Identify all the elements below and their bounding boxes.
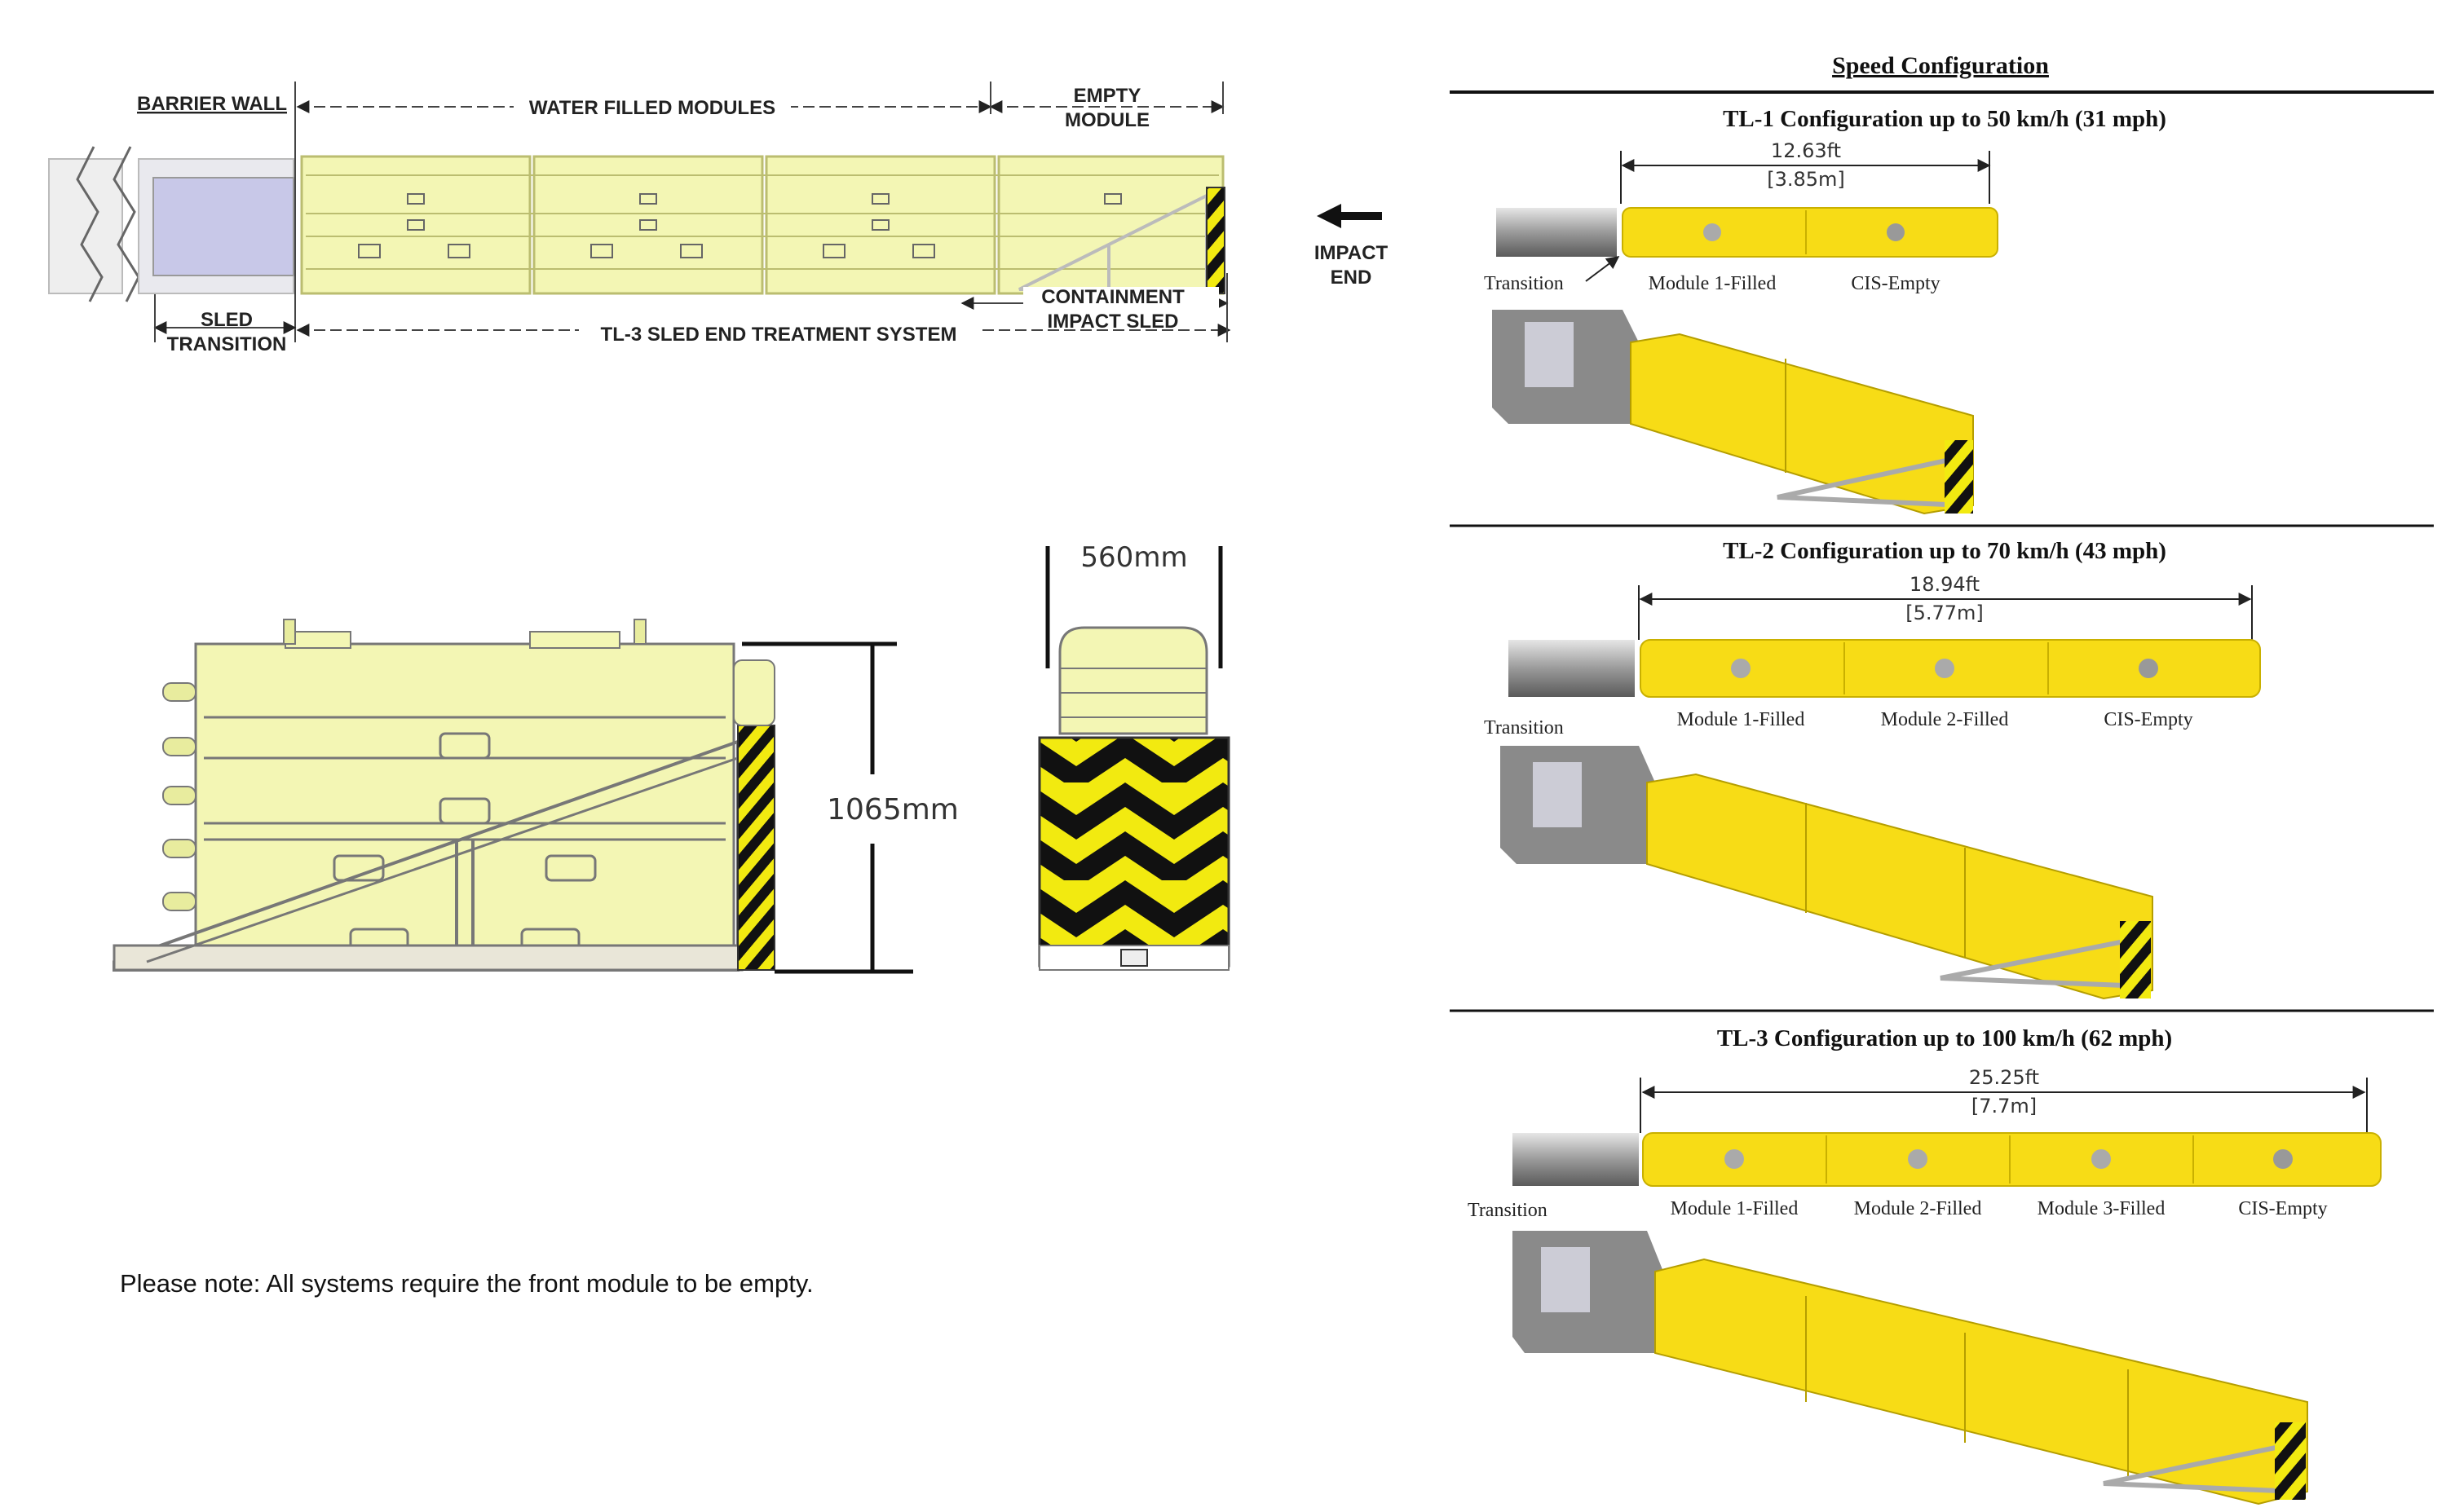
tl2-length-m: [5.77m] <box>1905 602 1984 624</box>
tl1-config: TL-1 Configuration up to 50 km/h (31 mph… <box>1484 106 2166 515</box>
empty-module-label-line2: MODULE <box>1065 109 1150 131</box>
tl1-length-m: [3.85m] <box>1767 168 1845 191</box>
tl1-transition: Transition <box>1484 273 1564 294</box>
tl1-module-1: Module 1-Filled <box>1649 273 1777 294</box>
front-elevation: 560mm <box>1038 541 1230 971</box>
impact-end-label-line2: END <box>1331 267 1372 289</box>
tl3-config: TL-3 Configuration up to 100 km/h (62 mp… <box>1468 1025 2382 1505</box>
sled-transition-label-line2: TRANSITION <box>167 333 287 355</box>
system-name-label: TL-3 SLED END TREATMENT SYSTEM <box>601 324 957 346</box>
tl3-length-ft: 25.25ft <box>1969 1066 2039 1089</box>
tl2-title: TL-2 Configuration up to 70 km/h (43 mph… <box>1723 538 2166 564</box>
speed-config-heading: Speed Configuration <box>1832 52 2049 79</box>
impact-end-label-line1: IMPACT <box>1314 242 1389 264</box>
tl2-transition: Transition <box>1484 717 1564 738</box>
tl3-transition: Transition <box>1468 1200 1548 1221</box>
side-elevation: 1065mm <box>113 619 959 974</box>
tl3-module-1: Module 1-Filled <box>1671 1198 1799 1219</box>
plan-modules <box>300 155 1225 295</box>
tl3-length-m: [7.7m] <box>1971 1095 2037 1117</box>
tl3-title: TL-3 Configuration up to 100 km/h (62 mp… <box>1717 1025 2172 1051</box>
containment-label-line1: CONTAINMENT <box>1041 286 1185 308</box>
tl2-module-1: Module 1-Filled <box>1677 709 1805 730</box>
containment-label-line2: IMPACT SLED <box>1048 311 1179 333</box>
water-filled-modules-label: WATER FILLED MODULES <box>529 97 775 119</box>
width-dimension-label: 560mm <box>1080 541 1187 574</box>
note-text: Please note: All systems require the fro… <box>120 1269 814 1298</box>
plan-diagram: BARRIER WALL WATER FILLED MODULES EMPTY … <box>48 82 1389 355</box>
sled-transition-label-line1: SLED <box>201 309 253 331</box>
tl1-title: TL-1 Configuration up to 50 km/h (31 mph… <box>1723 106 2166 132</box>
tl2-length-ft: 18.94ft <box>1910 573 1980 596</box>
tl3-module-2: Module 2-Filled <box>1854 1198 1982 1219</box>
barrier-wall-label: BARRIER WALL <box>137 93 287 115</box>
speed-configuration-panel: Speed Configuration TL-1 Configuration u… <box>1450 52 2434 1505</box>
tl3-module-4: CIS-Empty <box>2238 1198 2327 1219</box>
tl2-module-2: Module 2-Filled <box>1881 709 2009 730</box>
tl2-config: TL-2 Configuration up to 70 km/h (43 mph… <box>1484 538 2261 1000</box>
tl3-module-3: Module 3-Filled <box>2038 1198 2166 1219</box>
tl2-module-3: CIS-Empty <box>2104 709 2192 730</box>
tl1-module-2: CIS-Empty <box>1851 273 1940 294</box>
height-dimension-label: 1065mm <box>827 793 959 827</box>
empty-module-label-line1: EMPTY <box>1074 85 1141 107</box>
tl1-length-ft: 12.63ft <box>1771 139 1841 162</box>
